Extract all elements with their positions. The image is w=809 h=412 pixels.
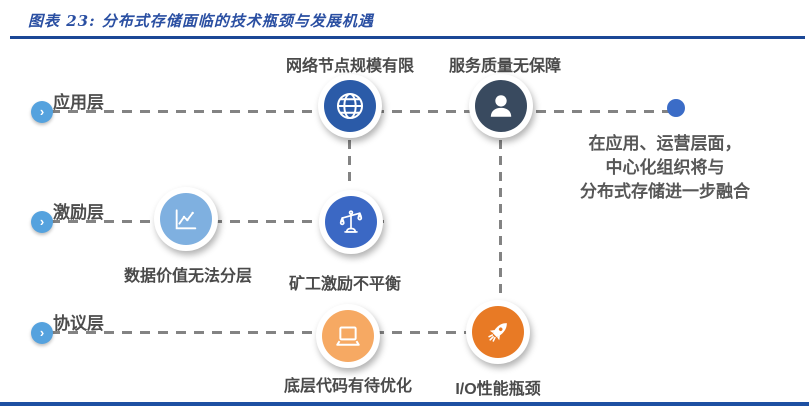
- node-network: [318, 74, 382, 138]
- node-label-code: 底层代码有待优化: [283, 378, 412, 395]
- annotation-line-1: 在应用、运营层面，: [588, 134, 742, 153]
- annotation-line-3: 分布式存储进一步融合: [580, 182, 750, 201]
- user-icon: [475, 80, 527, 132]
- layer-label-incentive: 激励层: [53, 203, 104, 222]
- line-chart-icon: [160, 193, 212, 245]
- chevron-glyph: ›: [39, 213, 45, 229]
- annotation-text: 在应用、运营层面， 中心化组织将与 分布式存储进一步融合: [556, 132, 774, 204]
- line-end-dot: [667, 99, 685, 117]
- protocol-layer-line: [50, 331, 528, 334]
- footer-divider: [0, 402, 809, 406]
- globe-icon: [324, 80, 376, 132]
- network-to-miner-connector: [348, 140, 351, 188]
- node-label-network: 网络节点规模有限: [285, 58, 414, 75]
- title-divider: [10, 36, 805, 39]
- chevron-right-icon: ›: [31, 322, 53, 344]
- node-label-service: 服务质量无保障: [448, 58, 561, 75]
- layer-label-application: 应用层: [53, 93, 104, 112]
- chevron-right-icon: ›: [31, 101, 53, 123]
- node-io: [466, 300, 530, 364]
- node-service: [469, 74, 533, 138]
- laptop-icon: [322, 310, 374, 362]
- node-label-io: I/O性能瓶颈: [455, 381, 541, 398]
- layer-label-protocol: 协议层: [53, 314, 104, 333]
- service-to-io-connector: [499, 140, 502, 298]
- node-data: [154, 187, 218, 251]
- chevron-glyph: ›: [39, 324, 45, 340]
- annotation-line-2: 中心化组织将与: [605, 158, 725, 177]
- figure-title: 图表 23: 分布式存储面临的技术瓶颈与发展机遇: [28, 12, 374, 30]
- node-label-miner: 矿工激励不平衡: [288, 276, 401, 293]
- chevron-glyph: ›: [39, 103, 45, 119]
- rocket-icon: [472, 306, 524, 358]
- balance-scale-icon: [325, 196, 377, 248]
- node-miner: [319, 190, 383, 254]
- chevron-right-icon: ›: [31, 211, 53, 233]
- node-label-data: 数据价值无法分层: [123, 268, 252, 285]
- node-code: [316, 304, 380, 368]
